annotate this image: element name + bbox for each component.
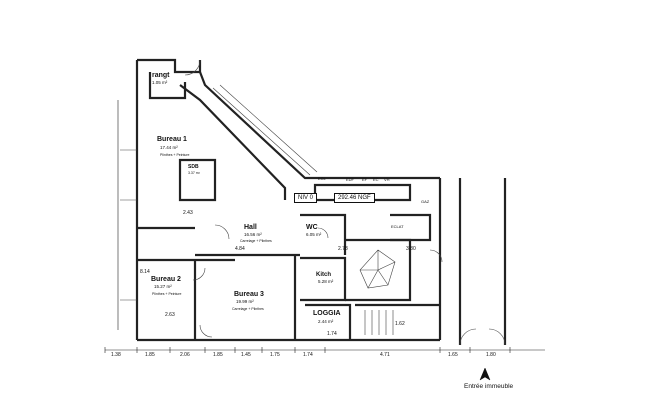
door-arc-wc xyxy=(317,227,329,239)
level-label: NIV 0 xyxy=(294,193,318,203)
loggia-area: 2.44 m² xyxy=(318,319,334,324)
entrance-arrow-icon xyxy=(479,367,491,381)
dim-interior-2: 2.78 xyxy=(338,246,348,252)
exterior-wall-top xyxy=(137,58,202,74)
loggia-walls xyxy=(305,303,352,340)
door-arc-b3 xyxy=(199,324,213,338)
bureau3-note: Carrelage + Plinthes xyxy=(232,307,264,311)
wc-label: WC xyxy=(306,224,318,231)
bureau1-area: 17.44 m² xyxy=(160,145,178,150)
utility-walls xyxy=(390,213,432,242)
service-label-eclat: ECLAT xyxy=(391,224,404,229)
service-label-vh: VH xyxy=(384,177,390,182)
gridline-1 xyxy=(120,149,137,301)
stair-core xyxy=(345,238,412,302)
service-label-edf: EDF xyxy=(346,177,354,182)
dim-interior-1: 4.84 xyxy=(235,246,245,252)
dim-bottom-4: 1.85 xyxy=(213,352,223,358)
dim-bottom-3: 2.06 xyxy=(180,352,190,358)
bureau2-area: 15.27 m² xyxy=(154,284,172,289)
partition-wc xyxy=(300,213,347,255)
bureau1-label: Bureau 1 xyxy=(157,136,187,143)
service-label-ef: EF xyxy=(362,177,368,182)
door-arc-hall xyxy=(214,224,230,240)
door-arc-entry1 xyxy=(459,328,477,346)
service-label-gaz: GAZ xyxy=(421,199,430,204)
door-arc-b2 xyxy=(192,267,206,281)
wc-area: 6.05 m² xyxy=(306,232,322,237)
dim-bottom-2: 1.85 xyxy=(145,352,155,358)
hall-note: Carrelage + Plinthes xyxy=(240,239,272,243)
stair-steps xyxy=(364,310,394,335)
dim-bottom-1: 1.38 xyxy=(111,352,121,358)
stair-spiral xyxy=(359,249,396,289)
sdb-area: 3.37 m² xyxy=(188,171,200,175)
entrance-label: Entrée immeuble xyxy=(464,383,514,390)
hall-label: Hall xyxy=(244,224,257,231)
diagonal-hatch xyxy=(212,84,318,176)
bureau1-note: Plinthes + Peinture xyxy=(160,153,190,157)
dimension-ticks xyxy=(104,347,511,353)
dim-interior-5: 1.74 xyxy=(327,331,337,337)
loggia-label: LOGGIA xyxy=(313,310,341,317)
kitch-label: Kitch xyxy=(316,272,331,278)
door-arc-right xyxy=(429,249,443,263)
dim-bottom-6: 1.75 xyxy=(270,352,280,358)
dim-bottom-10: 1.80 xyxy=(486,352,496,358)
bureau3-label: Bureau 3 xyxy=(234,291,264,298)
dim-interior-4: 8.14 xyxy=(140,269,150,275)
service-label-ec: EC xyxy=(373,177,379,182)
dim-interior-8: 2.43 xyxy=(183,210,193,216)
rangt-label: rangt xyxy=(152,72,170,79)
door-arc-top xyxy=(184,59,201,76)
service-label-ecl: ECL xyxy=(318,176,326,181)
bureau2-note: Plinthes + Peinture xyxy=(152,292,182,296)
rangt-area: 1.05 m² xyxy=(152,80,168,85)
sdb-walls xyxy=(178,158,217,202)
dim-interior-3: 3.80 xyxy=(406,246,416,252)
diagonal-wall-upper xyxy=(198,71,440,180)
dim-bottom-5: 1.45 xyxy=(241,352,251,358)
diagonal-wall-lower xyxy=(179,84,287,200)
kitch-area: 5.28 m² xyxy=(318,279,334,284)
dim-interior-6: 1.62 xyxy=(395,321,405,327)
dim-bottom-7: 1.74 xyxy=(303,352,313,358)
door-arc-entry2 xyxy=(488,328,506,346)
dim-interior-7: 2.63 xyxy=(165,312,175,318)
bureau2-label: Bureau 2 xyxy=(151,276,181,283)
dim-bottom-8: 4.71 xyxy=(380,352,390,358)
hall-area: 16.56 m² xyxy=(244,232,262,237)
bureau3-area: 19.99 m² xyxy=(236,299,254,304)
partition-kitch xyxy=(300,256,347,302)
ngf-label: 292.46 NGF xyxy=(334,193,375,203)
dim-bottom-9: 1.65 xyxy=(448,352,458,358)
sdb-label: SDB xyxy=(188,164,199,170)
